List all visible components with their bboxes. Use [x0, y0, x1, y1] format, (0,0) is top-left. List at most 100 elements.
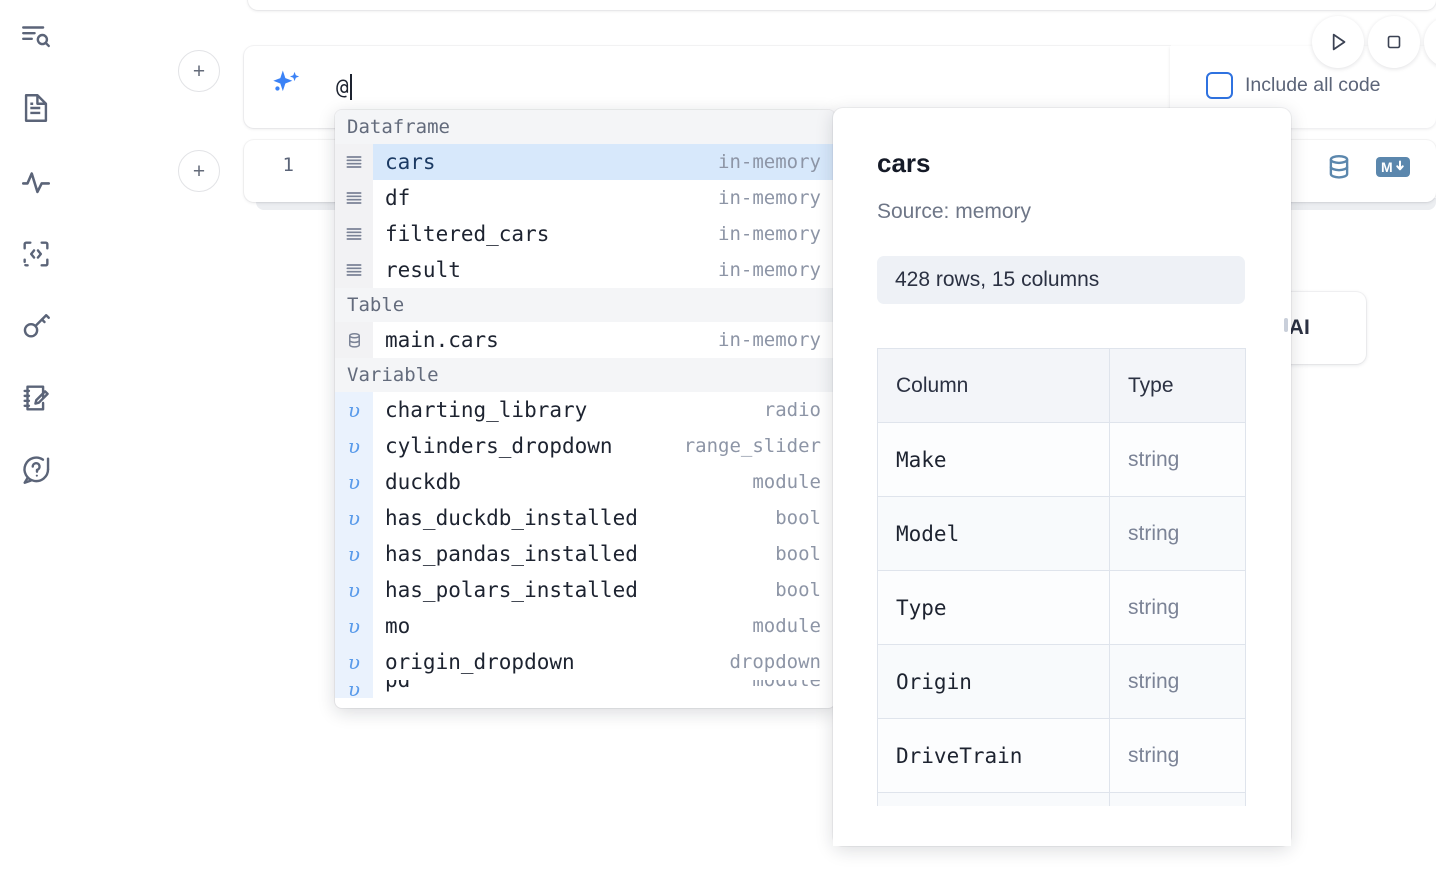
autocomplete-item[interactable]: υhas_pandas_installedbool: [335, 536, 835, 572]
table-row: Typestring: [878, 571, 1246, 645]
column-header-column: Column: [878, 349, 1110, 423]
autocomplete-item-name: duckdb: [373, 470, 752, 494]
autocomplete-item[interactable]: υduckdbmodule: [335, 464, 835, 500]
autocomplete-item[interactable]: υhas_polars_installedbool: [335, 572, 835, 608]
docs-title: cars: [877, 148, 931, 179]
notebook-document-icon[interactable]: [14, 86, 58, 130]
autocomplete-item-type: module: [752, 680, 835, 691]
add-cell-button-top[interactable]: +: [178, 50, 220, 92]
include-all-code-row[interactable]: Include all code: [1206, 72, 1381, 99]
include-all-code-checkbox[interactable]: [1206, 72, 1233, 99]
autocomplete-item-type: dropdown: [729, 651, 835, 673]
docs-shape-badge: 428 rows, 15 columns: [877, 256, 1245, 304]
variable-icon: υ: [348, 470, 360, 494]
autocomplete-item-name: filtered_cars: [373, 222, 718, 246]
snippets-code-icon[interactable]: [14, 232, 58, 276]
schema-column-type: string: [1110, 719, 1246, 793]
variable-icon: υ: [348, 680, 360, 698]
variable-icon: υ: [348, 434, 360, 458]
autocomplete-item[interactable]: υ cylinders_dropdownrange_slider: [335, 428, 835, 464]
variable-icon: υ: [335, 500, 373, 536]
autocomplete-section-header: Table: [335, 288, 835, 322]
sparkle-icon: [264, 64, 308, 108]
autocomplete-item[interactable]: carsin-memory: [335, 144, 835, 180]
variable-icon: υ: [335, 536, 373, 572]
variable-icon: υ: [335, 680, 373, 698]
schema-column-type: string: [1110, 423, 1246, 497]
autocomplete-item-name: cylinders_dropdown: [373, 434, 684, 458]
autocomplete-item-type: in-memory: [718, 329, 835, 351]
autocomplete-section-header: Dataframe: [335, 110, 835, 144]
schema-column-type: string: [1110, 571, 1246, 645]
include-all-code-label: Include all code: [1245, 74, 1381, 97]
stop-button[interactable]: [1368, 16, 1420, 68]
svg-text:M: M: [1381, 159, 1393, 175]
autocomplete-item-type: in-memory: [718, 223, 835, 245]
variable-icon: υ: [348, 614, 360, 638]
run-button[interactable]: [1312, 16, 1364, 68]
variable-icon: υ: [335, 428, 373, 464]
autocomplete-item-name: has_duckdb_installed: [373, 506, 775, 530]
file-explorer-search-icon[interactable]: [14, 14, 58, 58]
autocomplete-item-type: in-memory: [718, 151, 835, 173]
autocomplete-item[interactable]: resultin-memory: [335, 252, 835, 288]
activity-variables-icon[interactable]: [14, 160, 58, 204]
autocomplete-item-type: in-memory: [718, 187, 835, 209]
help-chat-icon[interactable]: [14, 448, 58, 492]
table-row: Makestring: [878, 423, 1246, 497]
autocomplete-item[interactable]: filtered_carsin-memory: [335, 216, 835, 252]
table-row: Originstring: [878, 645, 1246, 719]
database-icon[interactable]: [1324, 152, 1354, 182]
text-caret: [350, 74, 352, 100]
list-rows-icon: [335, 144, 373, 180]
docs-scrollbar[interactable]: [1284, 318, 1288, 332]
variable-icon: υ: [335, 572, 373, 608]
add-cell-button-bottom[interactable]: +: [178, 150, 220, 192]
autocomplete-item-name: df: [373, 186, 718, 210]
docs-panel-footer: [833, 806, 1291, 846]
schema-column-name: Origin: [878, 645, 1110, 719]
scratchpad-edit-icon[interactable]: [14, 376, 58, 420]
autocomplete-item-name: pd: [373, 680, 752, 692]
autocomplete-item-type: module: [752, 615, 835, 637]
autocomplete-item-name: charting_library: [373, 398, 764, 422]
autocomplete-item[interactable]: υcharting_libraryradio: [335, 392, 835, 428]
variable-icon: υ: [335, 464, 373, 500]
autocomplete-item-name: result: [373, 258, 718, 282]
variable-icon: υ: [335, 608, 373, 644]
markdown-icon[interactable]: M: [1376, 155, 1410, 179]
autocomplete-item[interactable]: main.carsin-memory: [335, 322, 835, 358]
autocomplete-item-type: range_slider: [684, 435, 835, 457]
autocomplete-item-name: has_pandas_installed: [373, 542, 775, 566]
autocomplete-dropdown[interactable]: Dataframecarsin-memorydfin-memoryfiltere…: [335, 110, 835, 708]
autocomplete-item[interactable]: υmomodule: [335, 608, 835, 644]
variable-icon: υ: [335, 644, 373, 680]
autocomplete-item-name: main.cars: [373, 328, 718, 352]
variable-icon: υ: [335, 392, 373, 428]
list-rows-icon: [335, 252, 373, 288]
autocomplete-item[interactable]: dfin-memory: [335, 180, 835, 216]
schema-column-type: string: [1110, 645, 1246, 719]
list-rows-icon: [335, 216, 373, 252]
docs-schema-table: Column Type MakestringModelstringTypestr…: [877, 348, 1246, 846]
autocomplete-item[interactable]: υ pdmodule: [335, 680, 835, 698]
schema-column-name: DriveTrain: [878, 719, 1110, 793]
cell-action-icons: M: [1324, 152, 1410, 182]
autocomplete-item[interactable]: υhas_duckdb_installedbool: [335, 500, 835, 536]
cell-card-above: [248, 0, 1436, 10]
docs-source: Source: memory: [877, 200, 1031, 224]
autocomplete-item-type: bool: [775, 579, 835, 601]
ai-prompt-input[interactable]: @: [336, 68, 1116, 106]
secrets-key-icon[interactable]: [14, 304, 58, 348]
autocomplete-item-name: mo: [373, 614, 752, 638]
autocomplete-item[interactable]: υorigin_dropdowndropdown: [335, 644, 835, 680]
autocomplete-item-type: in-memory: [718, 259, 835, 281]
autocomplete-item-name: cars: [373, 150, 718, 174]
documentation-panel: cars Source: memory 428 rows, 15 columns…: [833, 108, 1291, 846]
variable-icon: υ: [348, 398, 360, 422]
table-row: Modelstring: [878, 497, 1246, 571]
variable-icon: υ: [348, 542, 360, 566]
schema-column-name: Model: [878, 497, 1110, 571]
autocomplete-item-type: bool: [775, 507, 835, 529]
database-icon: [335, 322, 373, 358]
